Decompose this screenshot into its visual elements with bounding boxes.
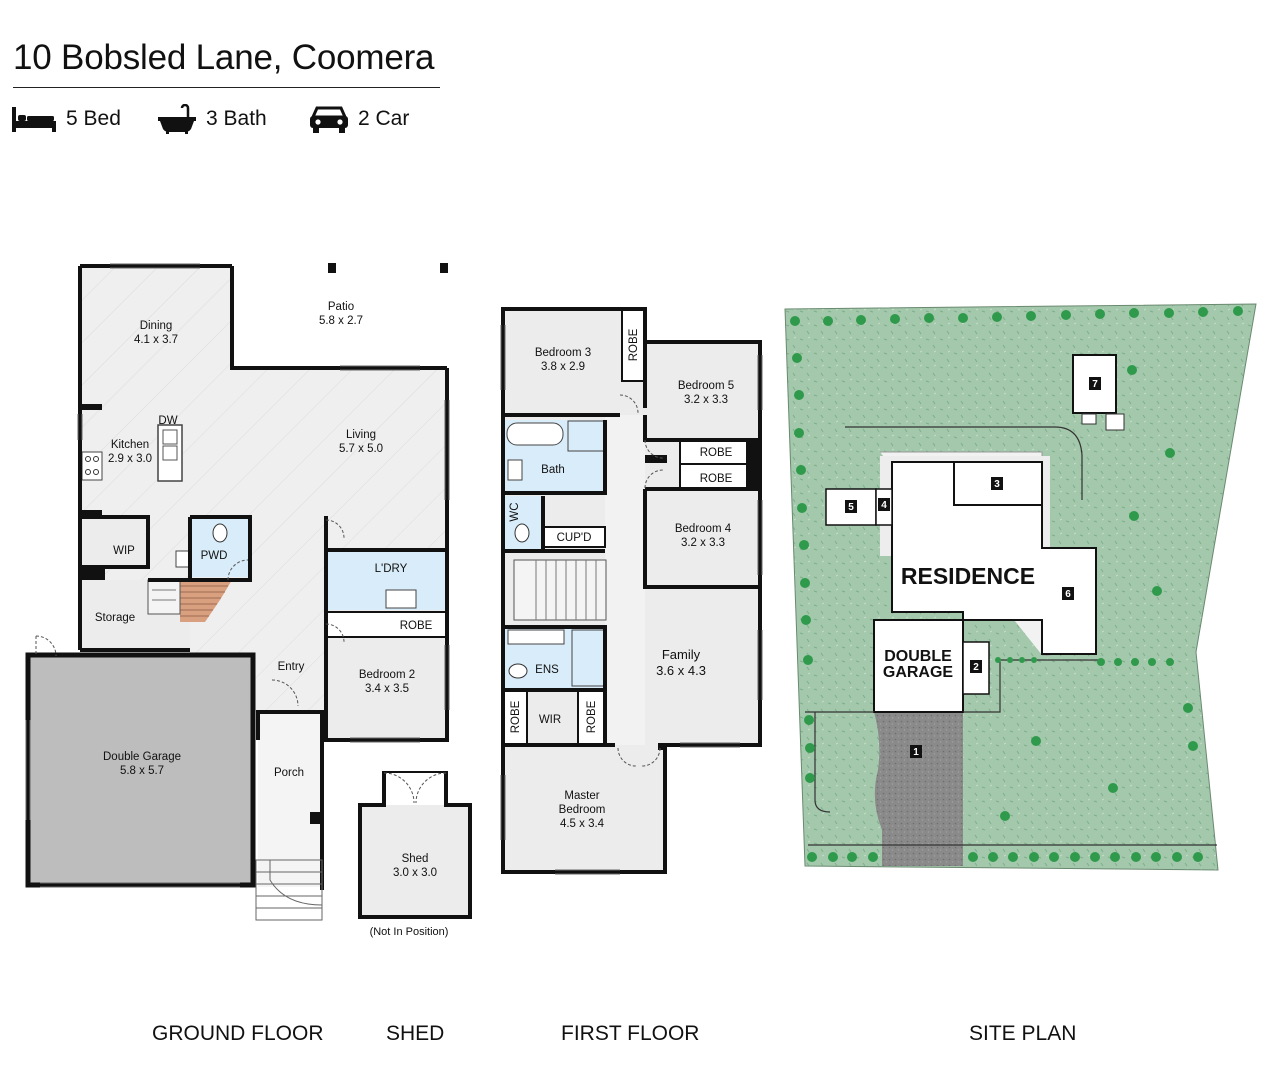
residence-label: RESIDENCE <box>901 563 1035 589</box>
pwd-toilet-icon <box>212 523 228 543</box>
wir-robe-left-label: ROBE <box>510 700 522 733</box>
kitchen-size: 2.9 x 3.0 <box>108 453 152 465</box>
entry-label: Entry <box>278 661 305 673</box>
bedroom3-robe-label: ROBE <box>628 328 640 361</box>
shed-note: (Not In Position) <box>370 926 449 938</box>
bed-icon <box>12 107 56 132</box>
car-icon <box>310 106 348 133</box>
bedroom2-label: Bedroom 2 <box>359 669 415 681</box>
patio-label: Patio <box>328 301 354 313</box>
marker-5: 5 <box>848 502 854 513</box>
hallway-area <box>605 415 645 745</box>
pwd-label: PWD <box>201 550 228 562</box>
property-address: 10 Bobsled Lane, Coomera <box>13 38 435 77</box>
site-plan-caption: SITE PLAN <box>969 1022 1077 1045</box>
bath-stat: 3 Bath <box>158 104 267 134</box>
shed-size: 3.0 x 3.0 <box>393 867 437 879</box>
wip-label: WIP <box>113 545 135 557</box>
patio-size: 5.8 x 2.7 <box>319 315 363 327</box>
driveway <box>874 712 963 866</box>
wc-toilet-icon <box>514 523 530 543</box>
site-plan: RESIDENCE DOUBLE GARAGE 1 2 3 4 5 6 7 <box>784 303 1257 871</box>
ground-robe-label: ROBE <box>400 620 433 632</box>
porch-label: Porch <box>274 767 304 779</box>
wir-robe-left <box>502 689 528 746</box>
cooktop <box>81 451 103 481</box>
bedroom4-size: 3.2 x 3.3 <box>681 537 725 549</box>
marker-3: 3 <box>994 479 1000 490</box>
bedroom5-robe-label: ROBE <box>700 447 733 459</box>
dishwasher-label: DW <box>158 415 177 427</box>
marker-2: 2 <box>973 662 979 673</box>
site-trees <box>790 306 1243 862</box>
laundry-label: L'DRY <box>375 563 408 575</box>
marker-7: 7 <box>1092 379 1098 390</box>
marker-6: 6 <box>1065 589 1071 600</box>
shed-area <box>360 805 470 917</box>
dining-size: 4.1 x 3.7 <box>134 334 178 346</box>
garage-area <box>28 655 253 885</box>
wir-label: WIR <box>539 714 561 726</box>
site-garage-label-line1: DOUBLE <box>884 648 952 665</box>
wip-area <box>80 517 148 567</box>
marker-4: 4 <box>881 500 887 511</box>
bedroom4-robe-label: ROBE <box>700 473 733 485</box>
living-label: Living <box>346 429 376 441</box>
first-floor-caption: FIRST FLOOR <box>561 1022 700 1045</box>
first-floor-plan: Bedroom 3 3.8 x 2.9 ROBE Bedroom 5 3.2 x… <box>500 307 763 875</box>
ground-floor-caption: GROUND FLOOR <box>152 1022 324 1045</box>
bedroom2-size: 3.4 x 3.5 <box>365 683 409 695</box>
car-count: 2 Car <box>358 107 410 130</box>
site-garage <box>873 619 964 713</box>
bath-count: 3 Bath <box>206 107 267 130</box>
kitchen-island <box>157 424 183 482</box>
storage-label: Storage <box>95 612 135 624</box>
bed-count: 5 Bed <box>66 107 121 130</box>
title-divider <box>13 87 440 88</box>
bed-stat: 5 Bed <box>12 104 121 134</box>
site-garage-label-line2: GARAGE <box>883 664 954 681</box>
first-floor-stairs <box>513 559 607 621</box>
bath-tub <box>506 422 564 446</box>
bath-icon <box>158 104 196 134</box>
stairs <box>180 580 232 622</box>
ensuite-label: ENS <box>535 664 559 676</box>
master-label: Master <box>564 790 599 802</box>
porch-area <box>258 712 322 887</box>
master-size: 4.5 x 3.4 <box>560 818 605 830</box>
bath-label: Bath <box>541 464 565 476</box>
shed-label: Shed <box>402 853 429 865</box>
bedroom5-size: 3.2 x 3.3 <box>684 394 728 406</box>
ground-floor-plan: Dining 4.1 x 3.7 Patio 5.8 x 2.7 Living … <box>25 263 450 921</box>
bedroom5-label: Bedroom 5 <box>678 380 734 392</box>
cupboard-label: CUP'D <box>557 532 592 544</box>
shed-caption: SHED <box>386 1022 445 1045</box>
master-label-line2: Bedroom <box>559 804 606 816</box>
wir-robe-right-label: ROBE <box>586 700 598 733</box>
kitchen-label: Kitchen <box>111 439 149 451</box>
patio-area <box>232 266 446 368</box>
residence-building <box>891 461 1097 655</box>
dining-label: Dining <box>140 320 173 332</box>
car-stat: 2 Car <box>310 104 409 134</box>
family-size: 3.6 x 4.3 <box>656 663 706 678</box>
family-label: Family <box>662 647 701 662</box>
shed-plan: Shed 3.0 x 3.0 (Not In Position) <box>358 771 472 938</box>
laundry-tub <box>385 589 417 609</box>
ensuite-toilet-icon <box>508 663 528 679</box>
bedroom3-size: 3.8 x 2.9 <box>541 361 585 373</box>
marker-1: 1 <box>913 747 919 758</box>
bedroom4-label: Bedroom 4 <box>675 523 732 535</box>
wc-label: WC <box>509 502 521 521</box>
garage-size: 5.8 x 5.7 <box>120 765 164 777</box>
garage-label: Double Garage <box>103 751 181 763</box>
bedroom3-label: Bedroom 3 <box>535 347 591 359</box>
living-size: 5.7 x 5.0 <box>339 443 383 455</box>
